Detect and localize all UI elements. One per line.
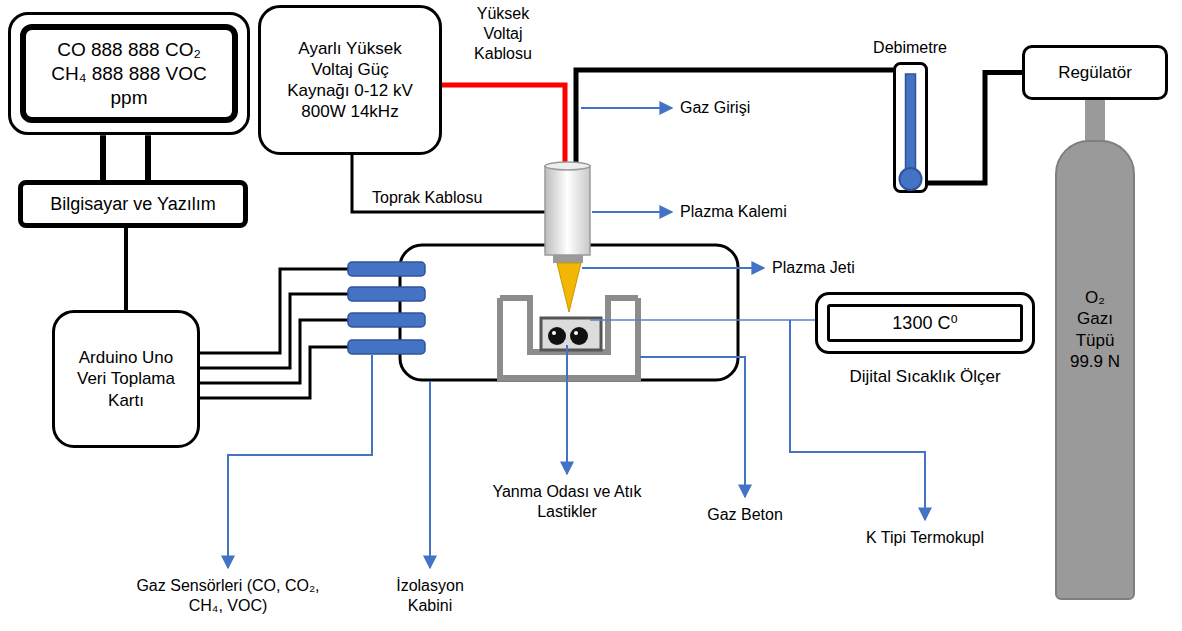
sensor-wire	[200, 347, 348, 398]
pen-base	[553, 255, 583, 263]
plasma-pen	[545, 166, 590, 255]
flowmeter-drawing	[893, 62, 928, 193]
temperature-meter: 1300 C⁰ Dijital Sıcaklık Ölçer	[815, 292, 1035, 387]
high-voltage-cable	[442, 85, 565, 166]
tire-highlight	[552, 331, 556, 335]
gas-sensor	[348, 340, 425, 354]
connector	[1095, 100, 1096, 142]
connector	[928, 73, 1023, 184]
callout-leader	[582, 267, 764, 269]
connector-line	[100, 135, 106, 180]
display-screen: CO 888 888 CO₂ CH₄ 888 888 VOC ppm	[20, 24, 238, 123]
sensor-wire	[200, 269, 348, 353]
computer-box: Bilgisayar ve Yazılım	[18, 180, 248, 228]
node-text: Debimetre	[858, 38, 962, 58]
callout-label: Plazma Jeti	[772, 258, 855, 278]
tire-piece	[548, 327, 566, 345]
callout-leader	[566, 345, 568, 474]
callout-label: Toprak Kablosu	[372, 188, 482, 208]
flowmeter: Debimetre	[858, 38, 962, 193]
regulator-box: Regülatör	[1022, 45, 1168, 100]
flowmeter-float	[899, 168, 921, 190]
callout-label: İzolasyon Kabini	[375, 576, 485, 616]
callout-label: Gaz Sensörleri (CO, CO₂, CH₄, VOC)	[133, 576, 323, 616]
tire-piece	[570, 327, 588, 345]
oxygen-cylinder: O₂ Gazı Tüpü 99.9 N	[1055, 140, 1135, 600]
node-text: Arduino Uno Veri Toplama Kartı	[65, 347, 187, 411]
connector-line	[124, 228, 128, 310]
connector-line	[928, 73, 1023, 184]
gas-sensor	[348, 287, 425, 301]
meter-screen: 1300 C⁰	[827, 304, 1023, 342]
callout-label: K Tipi Termokupl	[850, 528, 1000, 548]
sensor-wire	[200, 294, 348, 368]
flowmeter-tube	[893, 62, 928, 193]
thermocouple-wire	[590, 319, 815, 321]
connector-line	[1085, 100, 1105, 142]
isolation-cabin	[400, 245, 738, 380]
tire-highlight	[574, 331, 578, 335]
connector	[103, 135, 148, 180]
meter-frame: 1300 C⁰	[815, 292, 1035, 354]
node-text: CO 888 888 CO₂ CH₄ 888 888 VOC ppm	[46, 38, 212, 109]
gas-display: CO 888 888 CO₂ CH₄ 888 888 VOC ppm	[8, 12, 250, 135]
callout-label: Gaz Beton	[705, 505, 785, 525]
callout-leader	[592, 211, 672, 213]
arduino-box: Arduino Uno Veri Toplama Kartı	[52, 310, 200, 448]
gas-sensor	[348, 313, 425, 327]
sensor-wire	[200, 320, 348, 383]
callout-leader	[581, 107, 672, 109]
power-supply-box: Ayarlı Yüksek Voltaj Güç Kaynağı 0-12 kV…	[258, 5, 442, 155]
callout-label: Plazma Kalemi	[680, 202, 787, 222]
connector	[126, 228, 127, 310]
node-text: Ayarlı Yüksek Voltaj Güç Kaynağı 0-12 kV…	[281, 38, 419, 123]
ground-cable	[352, 155, 545, 212]
combustion-chamber	[541, 318, 601, 350]
pen-top	[545, 162, 590, 170]
plasma-jet	[557, 263, 581, 312]
callout-leader	[228, 355, 372, 568]
flowmeter-body	[894, 64, 926, 192]
gas-line	[576, 70, 893, 166]
node-text: Bilgisayar ve Yazılım	[50, 193, 215, 216]
callout-label: Gaz Girişi	[680, 98, 750, 118]
gas-sensor	[348, 262, 425, 276]
callout-leader	[429, 381, 431, 568]
node-text: 1300 C⁰	[892, 312, 957, 335]
callout-leader	[640, 357, 745, 497]
node-text: O₂ Gazı Tüpü 99.9 N	[1067, 287, 1123, 372]
flowmeter-scale	[905, 74, 915, 180]
callout-label: Yüksek Voltaj Kablosu	[458, 4, 548, 64]
connector-line	[145, 135, 151, 180]
callout-label: Yanma Odası ve Atık Lastikler	[492, 482, 642, 522]
node-text: Regülatör	[1058, 62, 1132, 83]
node-text: Dijital Sıcaklık Ölçer	[815, 366, 1035, 387]
